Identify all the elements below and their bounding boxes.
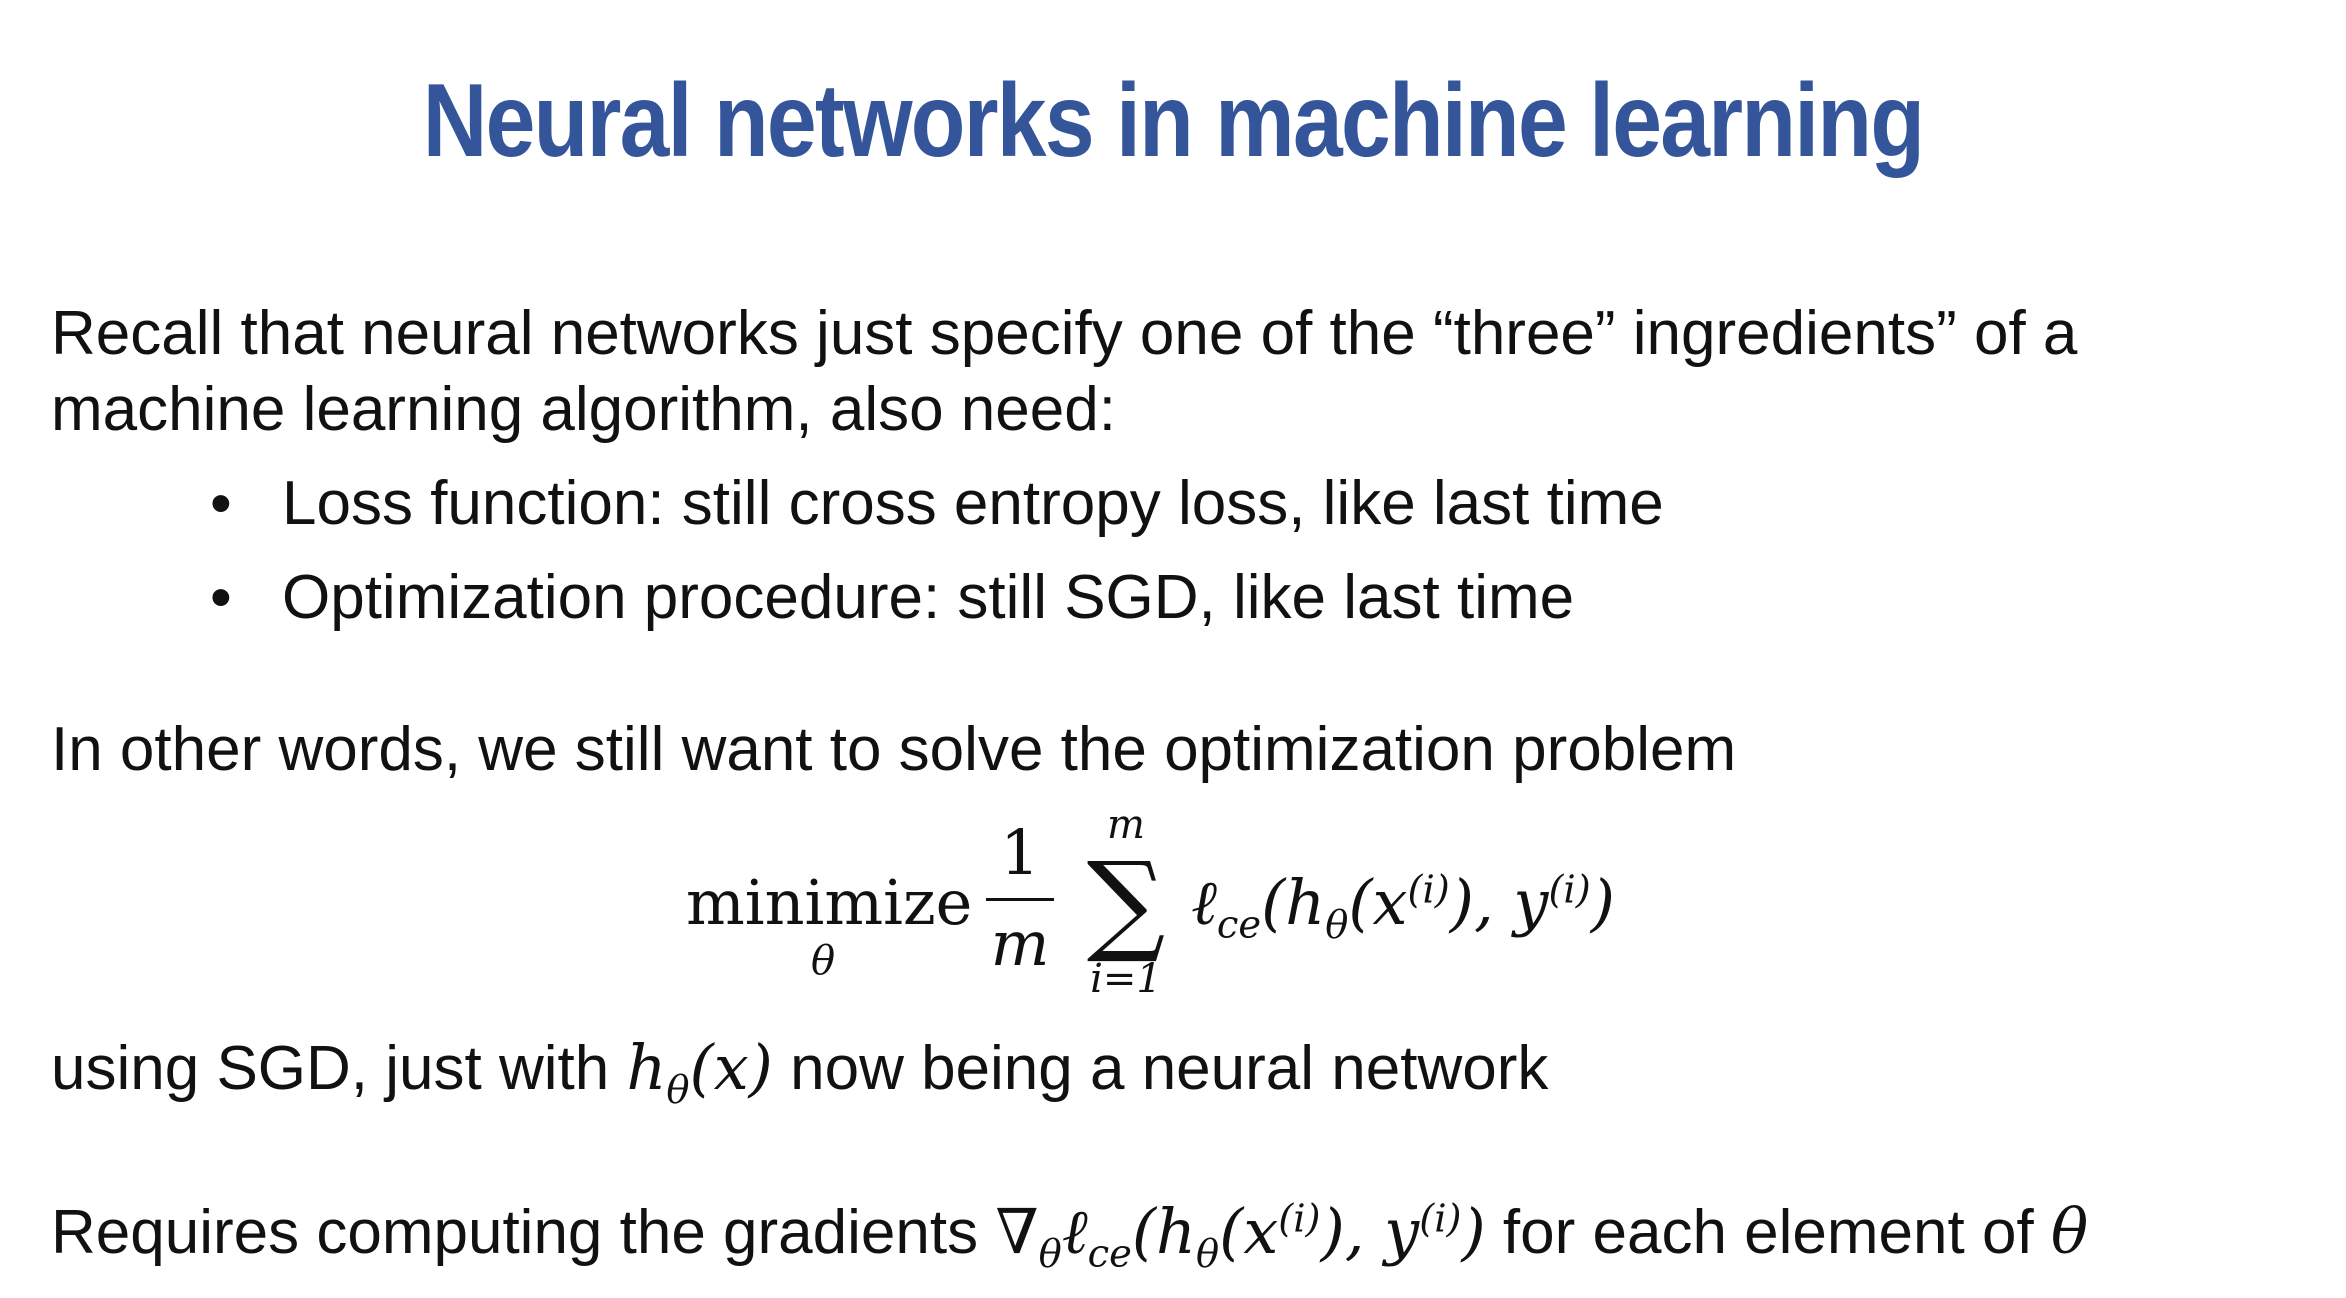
fraction: 1 m [986, 818, 1054, 979]
using-suffix: now being a neural network [790, 1034, 1549, 1103]
intro-line-1: Recall that neural networks just specify… [51, 299, 2078, 368]
summation: m ∑ i=1 [1071, 800, 1181, 1004]
bullet-icon: • [210, 563, 232, 632]
ingredients-list: • Loss function: still cross entropy loss… [210, 466, 1664, 654]
using-prefix: using SGD, just with [51, 1034, 610, 1103]
list-item-text: Loss function: still cross entropy loss,… [282, 469, 1664, 538]
fraction-bar [986, 898, 1054, 901]
sum-upper-limit: m [1107, 802, 1145, 848]
hypothesis-math: hθ(x) [626, 1031, 773, 1113]
gradient-math: ∇θℓce(hθ(x(i)), y(i)) [995, 1195, 1486, 1277]
list-item-text: Optimization procedure: still SGD, like … [282, 563, 1575, 632]
bullet-icon: • [210, 469, 232, 538]
sum-lower-limit: i=1 [1090, 956, 1162, 1002]
requires-prefix: Requires computing the gradients [51, 1198, 979, 1267]
minimize-subscript: θ [811, 938, 836, 984]
list-item: • Optimization procedure: still SGD, like… [210, 560, 1664, 654]
theta-symbol: θ [2050, 1195, 2089, 1268]
intro-line-2: machine learning algorithm, also need: [51, 375, 1116, 444]
slide-title: Neural networks in machine learning [422, 63, 1925, 179]
sigma-icon: ∑ [1086, 838, 1166, 966]
other-words-text: In other words, we still want to solve t… [51, 715, 1737, 784]
requires-suffix: for each element of [1502, 1198, 2034, 1267]
fraction-denominator: m [990, 907, 1050, 980]
minimize-operator: minimize [686, 866, 973, 939]
loss-expression: ℓce(hθ(x(i)), y(i)) [1191, 866, 1615, 948]
intro-paragraph: Recall that neural networks just specify… [51, 296, 2077, 448]
list-item: • Loss function: still cross entropy loss… [210, 466, 1664, 560]
optimization-equation: minimize θ 1 m m ∑ i=1 ℓce(hθ(x(i)), y(i… [686, 800, 1726, 1020]
fraction-numerator: 1 [1000, 816, 1040, 889]
requires-line: Requires computing the gradients ∇θℓce(h… [51, 1194, 2089, 1277]
using-sgd-line: using SGD, just with hθ(x) now being a n… [51, 1030, 1549, 1113]
